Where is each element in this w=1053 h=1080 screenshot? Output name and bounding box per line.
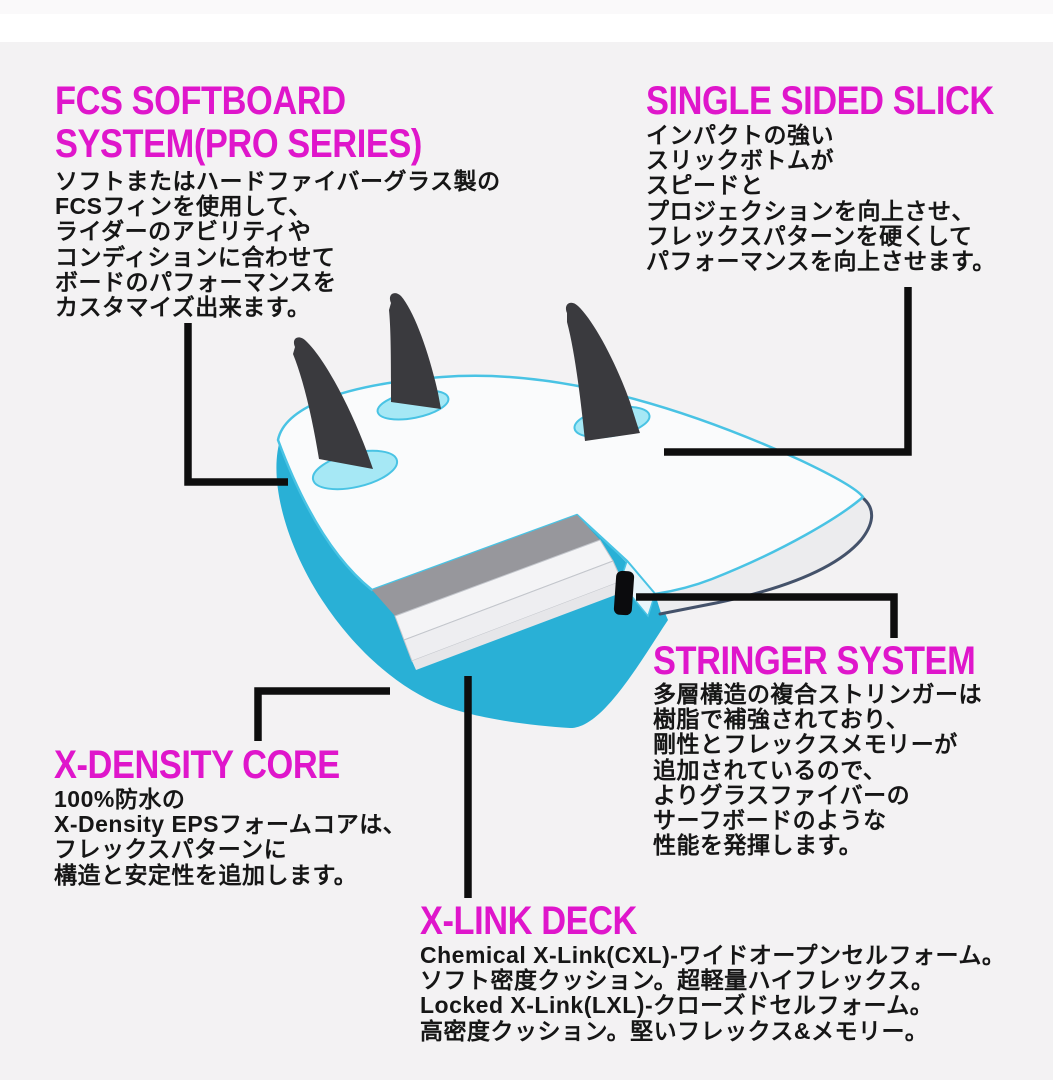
- section-stringer-title-text: STRINGER SYSTEM: [653, 639, 976, 683]
- top-strip-light: [0, 0, 1053, 14]
- section-x-density-title-text: X-DENSITY CORE: [54, 743, 340, 787]
- section-single-sided-slick-title-text: SINGLE SIDED SLICK: [646, 79, 994, 123]
- section-x-link-title: X-LINK DECK: [420, 900, 1005, 943]
- fins: [293, 293, 640, 469]
- body-line: FCSフィンを使用して、: [55, 193, 312, 220]
- section-fcs-title-line1: FCS SOFTBOARD: [55, 79, 346, 123]
- cutaway-core-layer-3: [412, 581, 626, 670]
- body-line: Chemical X-Link(CXL)-ワイドオープンセルフォーム。: [420, 942, 1006, 968]
- callout-line-single-sided-slick: [664, 287, 912, 456]
- section-x-link-body: Chemical X-Link(CXL)-ワイドオープンセルフォーム。 ソフト密…: [420, 942, 1006, 1044]
- callout-line-fcs: [184, 323, 288, 486]
- body-line: フレックスパターンに: [54, 836, 288, 863]
- body-line: 100%防水の: [54, 786, 186, 812]
- body-line: 構造と安定性を追加します。: [54, 861, 358, 888]
- body-line: ソフト密度クッション。超軽量ハイフレックス。: [420, 967, 935, 994]
- section-x-link: X-LINK DECK Chemical X-Link(CXL)-ワイドオープン…: [420, 900, 1005, 1044]
- fin-left: [293, 337, 373, 469]
- callout-line-x-density: [254, 687, 390, 741]
- body-line: パフォーマンスを向上させます。: [646, 248, 996, 275]
- body-line: ボードのパフォーマンスを: [55, 268, 337, 295]
- body-line: ライダーのアビリティや: [55, 218, 312, 245]
- stringer-bar: [613, 570, 635, 616]
- section-fcs-body: ソフトまたはハードファイバーグラス製の FCSフィンを使用して、 ライダーのアビ…: [55, 168, 501, 321]
- cutaway-block: [372, 515, 656, 670]
- section-stringer-title: STRINGER SYSTEM: [653, 640, 1028, 683]
- section-x-density: X-DENSITY CORE 100%防水の X-Density EPSフォーム…: [54, 744, 406, 888]
- callout-line-stringer: [636, 593, 898, 638]
- section-single-sided-slick-title: SINGLE SIDED SLICK: [646, 80, 1050, 123]
- section-stringer: STRINGER SYSTEM 多層構造の複合ストリンガーは 樹脂で補強されてお…: [653, 640, 1028, 858]
- body-line: 多層構造の複合ストリンガーは: [653, 681, 982, 707]
- section-single-sided-slick: SINGLE SIDED SLICK インパクトの強い スリックボトムが スピー…: [646, 80, 1050, 274]
- board-deck: [276, 374, 865, 596]
- body-line: 高密度クッション。堅いフレックス&メモリー。: [420, 1017, 929, 1044]
- section-x-density-title: X-DENSITY CORE: [54, 744, 406, 787]
- board-illustration: [276, 293, 873, 729]
- top-strip-white: [0, 14, 1053, 42]
- section-x-link-title-text: X-LINK DECK: [420, 899, 637, 943]
- body-line: スリックボトムが: [646, 147, 834, 174]
- section-fcs-title: FCS SOFTBOARD SYSTEM(PRO SERIES): [55, 80, 501, 166]
- cutaway-deck-skin: [372, 515, 600, 616]
- body-line: インパクトの強い: [646, 122, 834, 148]
- body-line: 追加されているので、: [653, 756, 887, 783]
- section-x-density-body: 100%防水の X-Density EPSフォームコアは、 フレックスパターンに…: [54, 786, 407, 888]
- body-line: スピードと: [646, 172, 764, 199]
- section-single-sided-slick-body: インパクトの強い スリックボトムが スピードと プロジェクションを向上させ、 フ…: [646, 122, 1050, 275]
- fin-right: [565, 302, 640, 441]
- body-line: ソフトまたはハードファイバーグラス製の: [55, 168, 501, 194]
- body-line: 剛性とフレックスメモリーが: [653, 731, 958, 758]
- body-line: コンディションに合わせて: [55, 243, 336, 270]
- callout-lines: [184, 287, 912, 898]
- body-line: X-Density EPSフォームコアは、: [54, 811, 407, 838]
- body-line: よりグラスファイバーの: [653, 781, 911, 808]
- section-stringer-body: 多層構造の複合ストリンガーは 樹脂で補強されており、 剛性とフレックスメモリーが…: [653, 681, 1028, 859]
- section-fcs-title-line2: SYSTEM(PRO SERIES): [55, 122, 422, 166]
- body-line: 樹脂で補強されており、: [653, 706, 910, 733]
- body-line: サーフボードのような: [653, 807, 887, 834]
- body-line: カスタマイズ出来ます。: [55, 294, 311, 321]
- body-line: 性能を発揮します。: [653, 832, 863, 859]
- body-line: プロジェクションを向上させ、: [646, 197, 975, 224]
- fin-center: [389, 293, 441, 409]
- section-fcs: FCS SOFTBOARD SYSTEM(PRO SERIES) ソフトまたはハ…: [55, 80, 501, 320]
- body-line: Locked X-Link(LXL)-クローズドセルフォーム。: [420, 992, 934, 1019]
- board-tail-rail-face: [655, 497, 871, 613]
- body-line: フレックスパターンを硬くして: [646, 222, 973, 249]
